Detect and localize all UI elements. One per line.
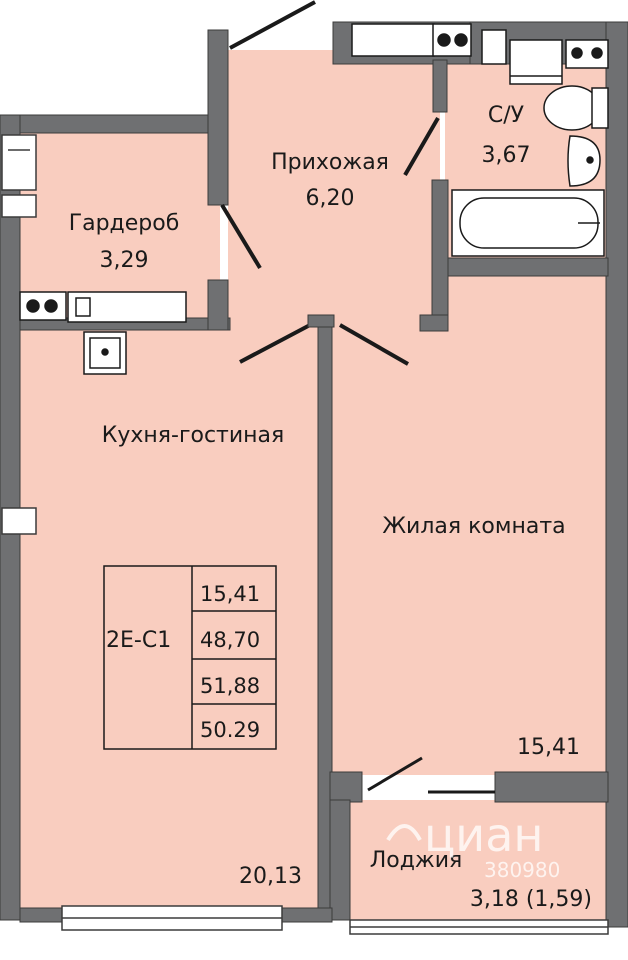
kitchen-stove	[19, 291, 67, 321]
entry-door-leaf	[229, 0, 316, 50]
bathroom-small-cabinet	[481, 29, 507, 65]
fixtures	[19, 23, 609, 375]
hallway-name: Прихожая	[271, 150, 389, 175]
wall-right-outer	[605, 21, 628, 928]
wall-bottom-kitchen	[19, 907, 65, 923]
loggia-area: 3,18 (1,59)	[469, 887, 592, 912]
hallway-cabinet	[351, 23, 435, 57]
door-post	[307, 314, 335, 328]
living-door-leaf	[339, 323, 409, 366]
summary-table-frame	[103, 565, 277, 750]
living-room-name: Жилая комната	[382, 514, 566, 539]
cian-watermark-emblem	[386, 824, 422, 842]
wall-bathroom-left-lower	[431, 179, 449, 331]
summary-value-1: 15,41	[200, 582, 261, 606]
summary-value-4: 50.29	[200, 718, 261, 742]
washing-machine	[509, 39, 563, 85]
wardrobe-name: Гардероб	[68, 211, 180, 236]
summary-value-2: 48,70	[200, 628, 261, 652]
doors	[220, 0, 495, 794]
bathroom-door-leaf	[403, 116, 440, 177]
wall-bottom-mid	[279, 907, 333, 923]
summary-value-3: 51,88	[200, 674, 261, 698]
wall-entry-stub	[207, 279, 229, 331]
hallway-floor-upper	[340, 62, 435, 102]
hallway-area: 6,20	[305, 186, 355, 211]
outer-wall-top-left	[0, 114, 221, 134]
kitchen-living-name: Кухня-гостиная	[101, 423, 285, 448]
bathroom-sink	[567, 135, 601, 187]
apartment-code: 2Е-С1	[106, 628, 172, 653]
living-room-area: 15,41	[517, 735, 580, 760]
wardrobe-area: 3,29	[99, 248, 149, 273]
summary-table	[103, 565, 277, 750]
watermark-number: 380980	[484, 858, 561, 882]
kitchen-door-leaf	[239, 323, 311, 364]
wall-loggia-left	[329, 799, 351, 921]
loggia-floor	[350, 800, 608, 922]
kitchen-living-area: 20,13	[239, 864, 302, 889]
wall-wardrobe-right	[207, 29, 229, 206]
wall-bathroom-bottom	[447, 257, 609, 277]
wall-bathroom-left-upper	[432, 59, 448, 113]
watermark-brand: циан	[424, 808, 544, 862]
window-kitchen-side	[1, 507, 37, 535]
wardrobe-door-leaf	[220, 203, 262, 270]
window-wardrobe-1	[1, 134, 37, 191]
windows	[1, 134, 609, 935]
wall-living-bottom-left	[329, 771, 363, 803]
loggia-name: Лоджия	[369, 848, 463, 873]
wall-living-bottom-right	[494, 771, 609, 803]
loggia-door-leaf	[367, 756, 423, 792]
bathroom-area: 3,67	[481, 143, 531, 168]
living-room-floor	[330, 275, 608, 775]
kitchen-floor	[20, 328, 320, 913]
window-wardrobe-2	[1, 194, 37, 218]
bathroom-name: С/У	[487, 103, 525, 128]
wall-bathroom-stub	[419, 314, 449, 332]
